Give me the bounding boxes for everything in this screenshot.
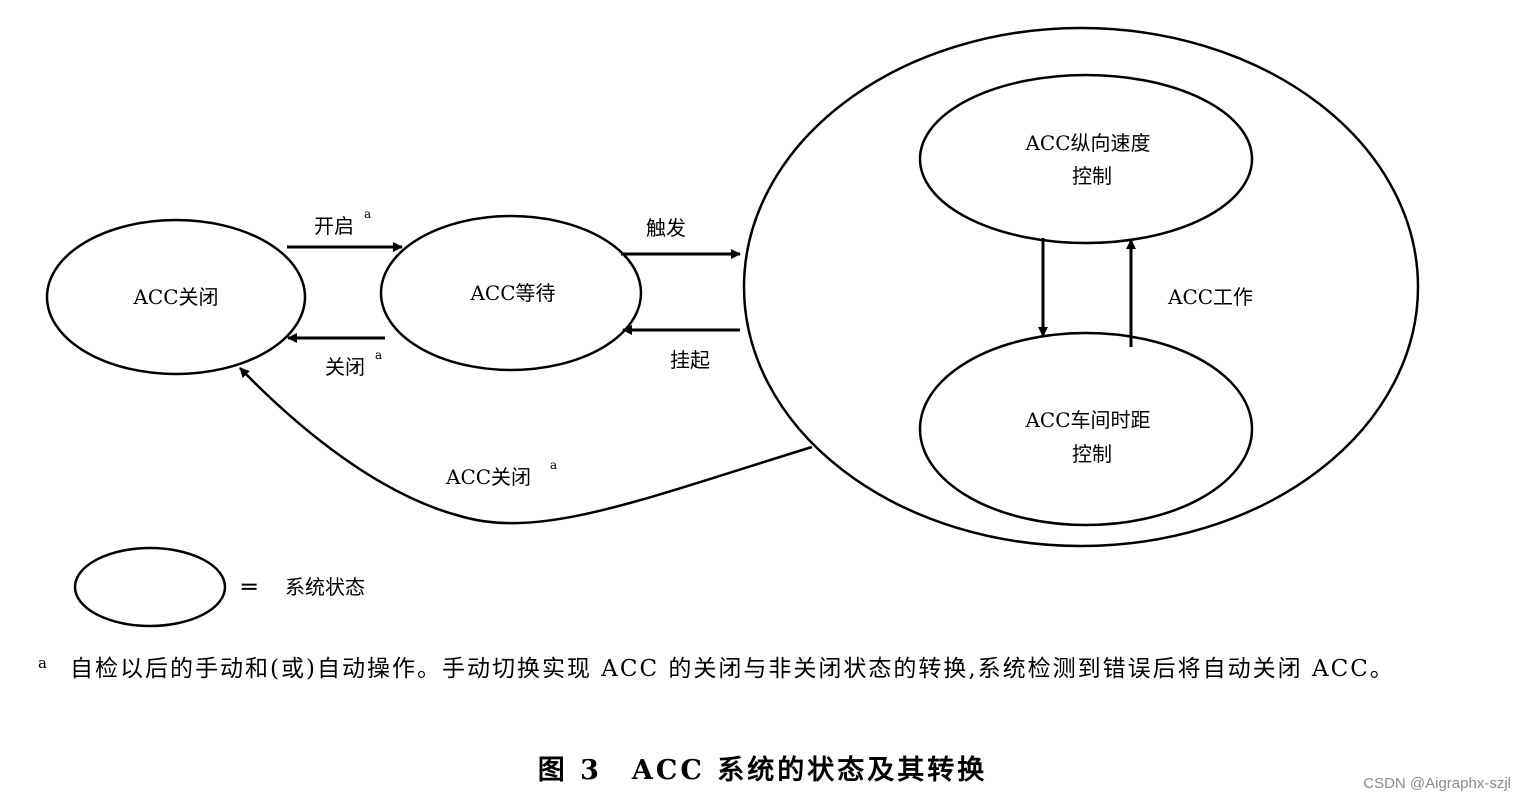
legend-state-symbol: [73, 546, 227, 628]
state-acc-standby: [379, 214, 643, 372]
footnote: a 自检以后的手动和(或)自动操作。手动切换实现 ACC 的关闭与非关闭状态的转…: [38, 650, 1508, 688]
figure-caption: 图 3 ACC 系统的状态及其转换: [537, 755, 988, 786]
label-acc-longitudinal-line1: ACC纵向速度: [1024, 131, 1150, 155]
label-acc-off-from-active: ACC关闭: [445, 465, 531, 489]
label-turn-off: 关闭: [325, 355, 365, 379]
label-turn-off-mark: a: [375, 348, 382, 362]
state-acc-off: [45, 218, 307, 376]
footnote-mark: a: [38, 654, 47, 672]
label-turn-on-mark: a: [364, 207, 371, 221]
state-acc-longitudinal-control: [918, 73, 1254, 245]
label-acc-standby: ACC等待: [469, 281, 555, 305]
label-acc-off-from-active-mark: a: [550, 458, 557, 472]
footnote-text: 自检以后的手动和(或)自动操作。手动切换实现 ACC 的关闭与非关闭状态的转换,…: [70, 656, 1395, 682]
label-trigger: 触发: [646, 216, 686, 240]
legend-label: 系统状态: [285, 575, 365, 599]
label-suspend: 挂起: [670, 348, 710, 372]
label-acc-working: ACC工作: [1167, 285, 1253, 309]
watermark: CSDN @Aigraphx-szjl: [1363, 775, 1511, 792]
label-acc-gap-line1: ACC车间时距: [1024, 408, 1150, 432]
label-acc-longitudinal-line2: 控制: [1072, 164, 1112, 188]
arrow-acc-off-from-active: [239, 367, 813, 525]
label-acc-off: ACC关闭: [132, 285, 218, 309]
label-turn-on: 开启: [314, 214, 354, 238]
state-acc-gap-control: [918, 331, 1254, 527]
legend-equals: ═: [241, 573, 257, 601]
label-acc-gap-line2: 控制: [1072, 442, 1112, 466]
state-acc-active: [742, 26, 1420, 548]
